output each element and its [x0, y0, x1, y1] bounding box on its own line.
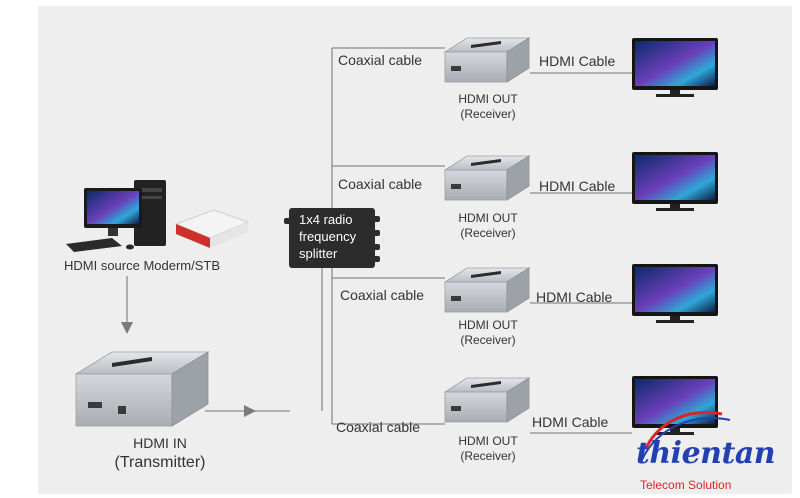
coaxial-cable-label: Coaxial cable	[336, 419, 421, 435]
tv-icon	[632, 152, 718, 211]
receiver-label: HDMI OUT (Receiver)	[440, 318, 536, 348]
splitter-box: 1x4 radio frequency splitter	[284, 208, 380, 268]
splitter-port	[373, 216, 380, 222]
splitter-label-line1: 1x4 radio	[299, 212, 353, 227]
transmitter-device-icon	[74, 351, 210, 427]
splitter-port	[373, 230, 380, 236]
splitter-port	[284, 218, 291, 224]
hdmi-cable-label: HDMI Cable	[539, 53, 616, 69]
tv-icon	[632, 376, 718, 435]
hdmi-cable-label: HDMI Cable	[532, 414, 609, 430]
receiver-label-line1: HDMI OUT	[458, 92, 518, 106]
logo-tagline: Telecom Solution	[640, 478, 732, 492]
splitter-port	[373, 256, 380, 262]
receiver-label-line1: HDMI OUT	[458, 318, 518, 332]
receiver-label-line2: (Receiver)	[460, 107, 516, 121]
right-arrow-icon	[244, 405, 256, 417]
transmitter-label-line1: HDMI IN	[133, 435, 187, 451]
splitter-label-line3: splitter	[299, 246, 338, 261]
receiver-device-icon	[443, 155, 531, 201]
receiver-device-icon	[443, 377, 531, 423]
splitter-port	[373, 244, 380, 250]
coaxial-cable-label: Coaxial cable	[340, 287, 425, 303]
receiver-device-icon	[443, 267, 531, 313]
tv-icon	[632, 264, 718, 323]
coaxial-cable-label: Coaxial cable	[338, 52, 423, 68]
receiver-label-line2: (Receiver)	[460, 226, 516, 240]
receiver-label: HDMI OUT (Receiver)	[440, 211, 536, 241]
splitter-label-line2: frequency	[299, 229, 357, 244]
coaxial-cable-label: Coaxial cable	[338, 176, 423, 192]
transmitter-label: HDMI IN (Transmitter)	[100, 434, 220, 472]
receiver-device-icon	[443, 37, 531, 83]
hdmi-cable-label: HDMI Cable	[539, 178, 616, 194]
hdmi-cable-label: HDMI Cable	[536, 289, 613, 305]
receiver-label-line2: (Receiver)	[460, 333, 516, 347]
transmitter-label-line2: (Transmitter)	[114, 454, 206, 471]
receiver-label-line1: HDMI OUT	[458, 211, 518, 225]
logo-name: thientan	[636, 436, 776, 471]
logo-swoosh-icon	[641, 411, 731, 461]
receiver-label-line2: (Receiver)	[460, 449, 516, 463]
receiver-label: HDMI OUT (Receiver)	[440, 92, 536, 122]
receiver-label: HDMI OUT (Receiver)	[440, 434, 536, 464]
down-arrow-icon	[121, 322, 133, 334]
modem-icon	[174, 209, 250, 248]
tv-icon	[632, 38, 718, 97]
source-label: HDMI source Moderm/STB	[64, 258, 221, 273]
company-logo: thientan Telecom Solution	[632, 436, 792, 492]
receiver-label-line1: HDMI OUT	[458, 434, 518, 448]
computer-icon	[66, 180, 166, 252]
